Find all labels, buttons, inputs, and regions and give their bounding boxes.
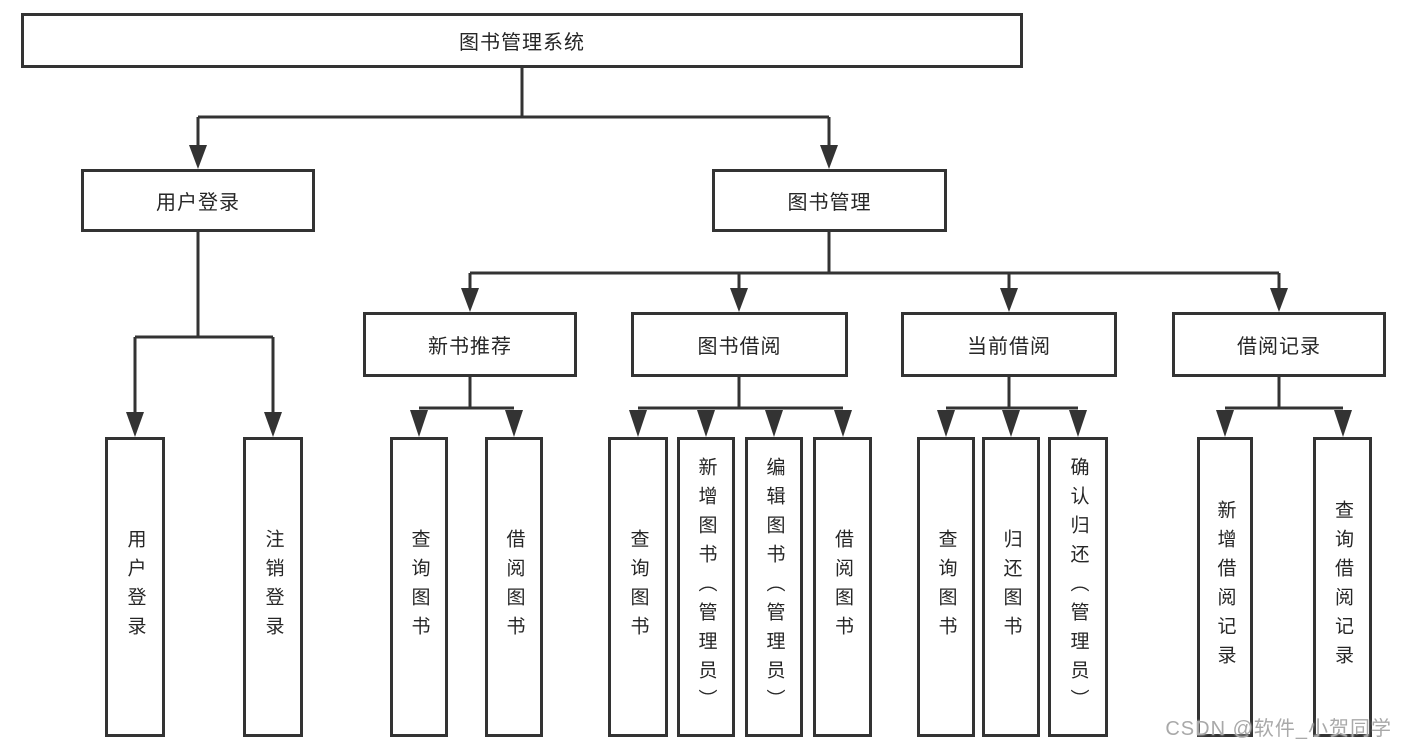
leaf-borrow-books-1-label: 借阅图书 [503, 529, 525, 645]
leaf-query-borrow-record: 查询借阅记录 [1313, 437, 1372, 737]
arrowhead-book-borrowing [730, 288, 748, 312]
leaf-user-login: 用户登录 [105, 437, 165, 737]
connector-root-to-level2 [196, 68, 831, 147]
leaf-confirm-return-admin-label: 确认归还（管理员） [1067, 456, 1089, 718]
leaf-query-books-3: 查询图书 [917, 437, 975, 737]
node-borrowing-records: 借阅记录 [1172, 312, 1386, 377]
leaf-query-books-1: 查询图书 [390, 437, 448, 737]
arrowhead-new-book-recommend [461, 288, 479, 312]
arrowhead-borrowing-records [1270, 288, 1288, 312]
leaf-query-books-3-label: 查询图书 [935, 529, 957, 645]
node-book-management: 图书管理 [712, 169, 947, 232]
leaf-edit-book-admin: 编辑图书（管理员） [745, 437, 803, 737]
node-book-borrowing: 图书借阅 [631, 312, 848, 377]
leaf-add-borrow-record: 新增借阅记录 [1197, 437, 1253, 737]
arrowhead-current-borrowing [1000, 288, 1018, 312]
arrowhead-leaf-borrow-books-1 [505, 410, 523, 437]
node-user-login: 用户登录 [81, 169, 315, 232]
arrowhead-leaf-add-book [697, 410, 715, 437]
leaf-return-books-label: 归还图书 [1000, 529, 1022, 645]
arrowhead-leaf-add-borrow-record [1216, 410, 1234, 437]
arrowhead-leaf-query-books-2 [629, 410, 647, 437]
leaf-logout-login-label: 注销登录 [262, 529, 284, 645]
arrowhead-leaf-query-books-3 [937, 410, 955, 437]
node-root-library-management-system: 图书管理系统 [21, 13, 1023, 68]
csdn-watermark: CSDN @软件_小贺同学 [1165, 718, 1392, 740]
leaf-logout-login: 注销登录 [243, 437, 303, 737]
arrowhead-user-login [189, 145, 207, 169]
arrowhead-leaf-query-borrow-record [1334, 410, 1352, 437]
leaf-add-borrow-record-label: 新增借阅记录 [1214, 500, 1236, 674]
arrowhead-leaf-edit-book [765, 410, 783, 437]
arrowhead-leaf-confirm-return [1069, 410, 1087, 437]
connector-new-book-recommend-to-leaves [419, 377, 514, 410]
connector-borrowing-records-to-leaves [1225, 377, 1343, 410]
connector-book-management-to-level3 [468, 232, 1281, 290]
arrowhead-leaf-borrow-books-2 [834, 410, 852, 437]
leaf-borrow-books-2-label: 借阅图书 [832, 529, 853, 645]
leaf-query-books-2: 查询图书 [608, 437, 668, 737]
arrowhead-leaf-query-books-1 [410, 410, 428, 437]
arrowhead-leaf-logout [264, 412, 282, 437]
leaf-user-login-label: 用户登录 [124, 529, 146, 645]
leaf-query-books-2-label: 查询图书 [627, 529, 649, 645]
node-new-book-recommend: 新书推荐 [363, 312, 577, 377]
arrowhead-leaf-return-books [1002, 410, 1020, 437]
connector-current-borrowing-to-leaves [946, 377, 1078, 410]
connector-book-borrowing-to-leaves [638, 377, 843, 410]
leaf-return-books: 归还图书 [982, 437, 1040, 737]
node-current-borrowing: 当前借阅 [901, 312, 1117, 377]
leaf-borrow-books-2: 借阅图书 [813, 437, 872, 737]
leaf-add-book-admin-label: 新增图书（管理员） [695, 456, 717, 718]
leaf-confirm-return-admin: 确认归还（管理员） [1048, 437, 1108, 737]
leaf-borrow-books-1: 借阅图书 [485, 437, 543, 737]
leaf-query-books-1-label: 查询图书 [408, 529, 430, 645]
arrowhead-book-management [820, 145, 838, 169]
leaf-query-borrow-record-label: 查询借阅记录 [1332, 500, 1353, 674]
connector-user-login-to-leaves [133, 232, 275, 414]
leaf-add-book-admin: 新增图书（管理员） [677, 437, 735, 737]
arrowhead-leaf-user-login [126, 412, 144, 437]
leaf-edit-book-admin-label: 编辑图书（管理员） [763, 456, 785, 718]
